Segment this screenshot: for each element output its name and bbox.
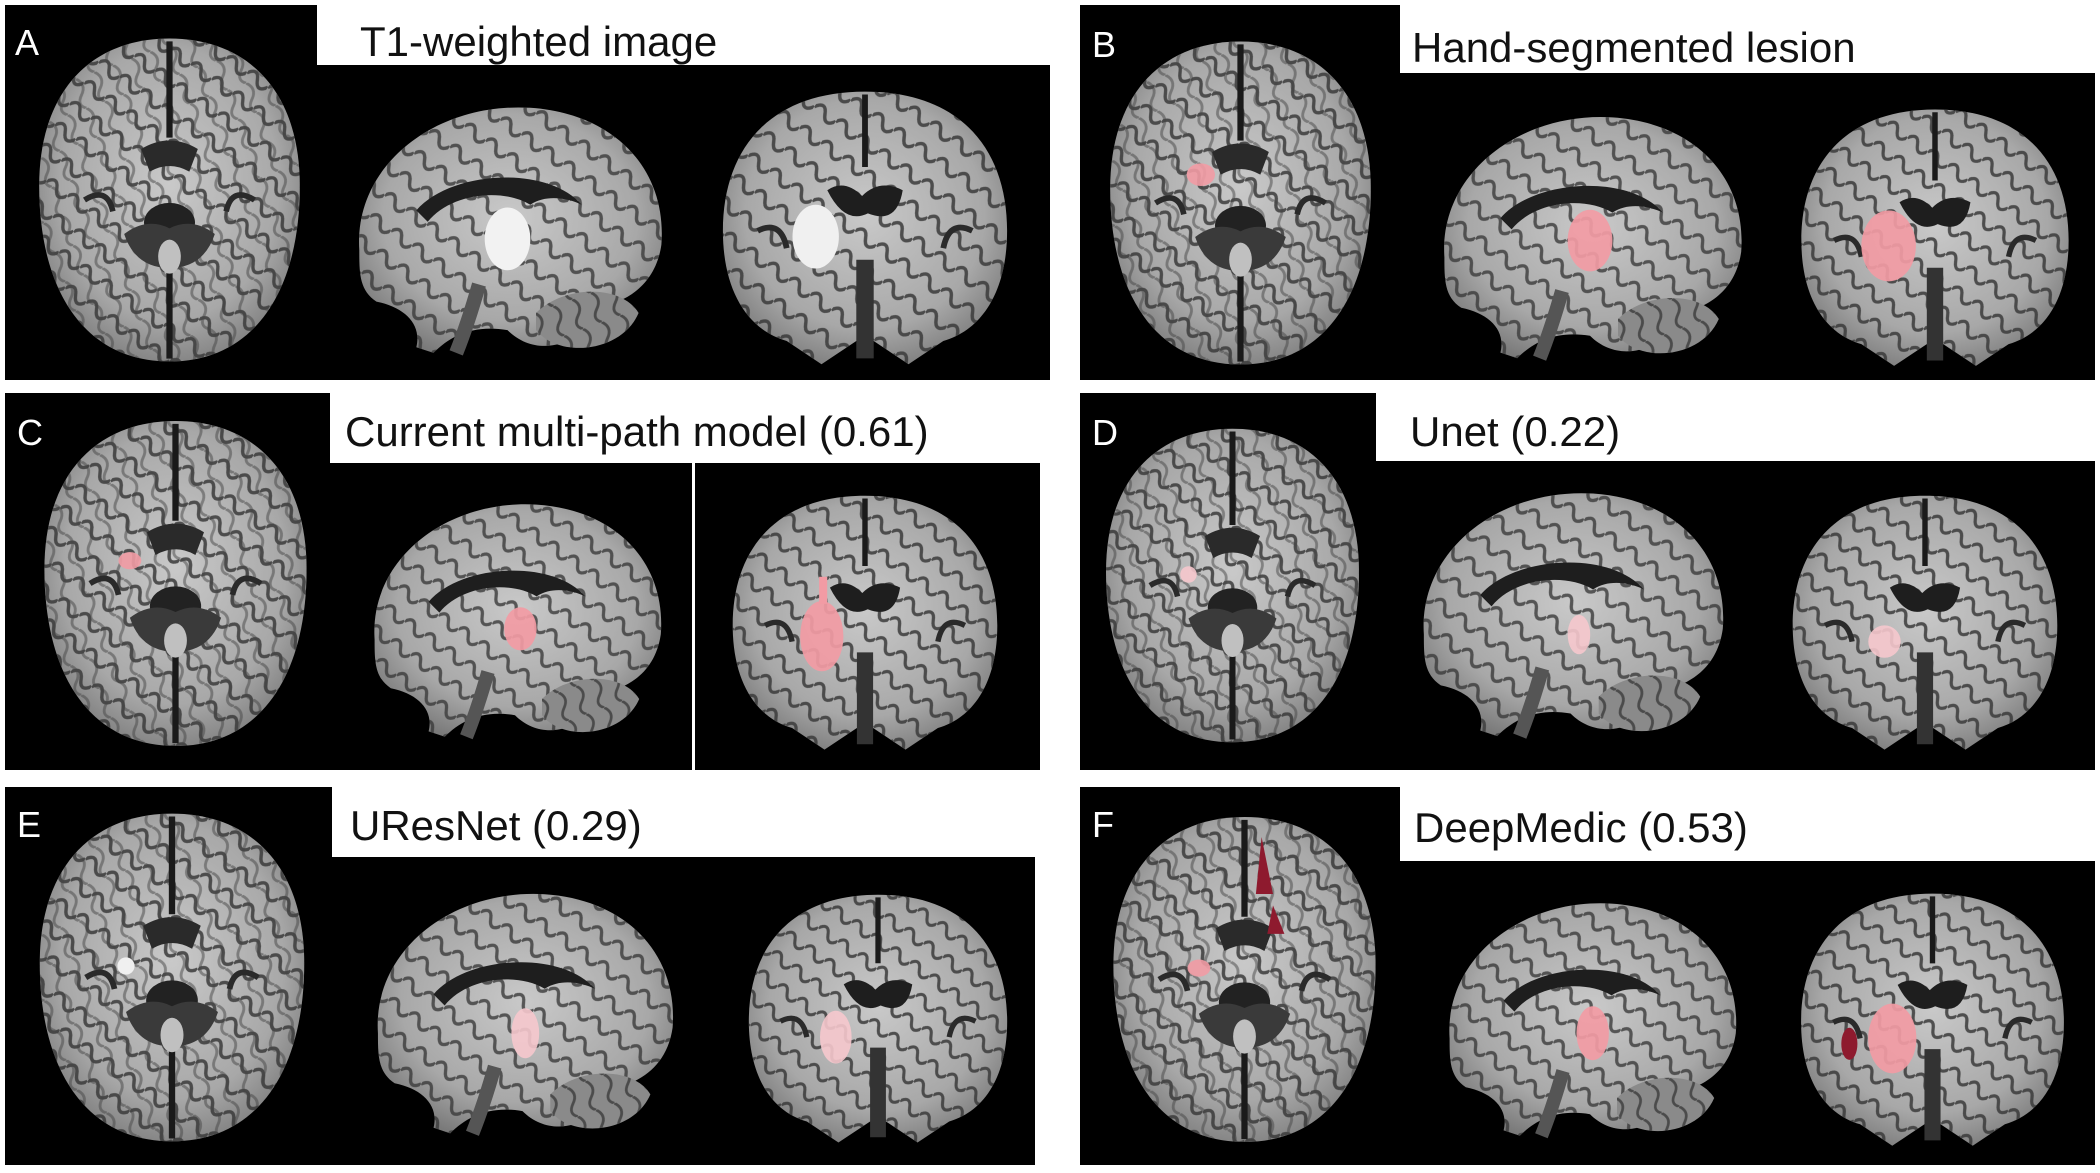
panel-letter: D bbox=[1092, 412, 1118, 453]
sagittal-slice bbox=[330, 85, 685, 370]
panel-title: Hand-segmented lesion bbox=[1412, 24, 1856, 71]
panel-title: Unet (0.22) bbox=[1410, 408, 1621, 455]
panel-c: C Current multi-path model (0.61) bbox=[5, 393, 1040, 770]
panel-letter: E bbox=[17, 804, 42, 845]
axial-slice bbox=[1102, 807, 1387, 1152]
axial-slice bbox=[27, 805, 317, 1150]
coronal-slice bbox=[705, 80, 1025, 370]
panel-e: E UResNet (0.29) bbox=[5, 787, 1035, 1165]
axial-slice bbox=[27, 30, 312, 370]
panel-title: Current multi-path model (0.61) bbox=[345, 408, 929, 455]
panel-title: UResNet (0.29) bbox=[350, 802, 642, 849]
sagittal-slice bbox=[345, 483, 685, 753]
panel-a: A T1-weighted image bbox=[5, 5, 1050, 380]
panel-b: B Hand-segmented lesion bbox=[1080, 5, 2095, 380]
panel-d: D Unet (0.22) bbox=[1080, 393, 2095, 770]
panel-letter: F bbox=[1092, 804, 1114, 845]
panel-letter: B bbox=[1092, 24, 1117, 65]
panel-title: DeepMedic (0.53) bbox=[1414, 804, 1748, 851]
panel-letter: A bbox=[15, 22, 40, 63]
coronal-slice bbox=[1775, 485, 2075, 755]
sagittal-slice bbox=[1415, 95, 1765, 375]
panel-title: T1-weighted image bbox=[360, 18, 718, 65]
coronal-slice bbox=[1785, 95, 2085, 375]
panel-f: F DeepMedic (0.53) bbox=[1080, 787, 2095, 1165]
panel-divider bbox=[692, 463, 695, 770]
sagittal-slice bbox=[1420, 882, 1760, 1152]
coronal-slice bbox=[715, 485, 1015, 755]
panel-letter: C bbox=[17, 412, 43, 453]
axial-slice bbox=[33, 411, 318, 756]
sagittal-slice bbox=[1398, 471, 1743, 753]
axial-slice bbox=[1095, 413, 1370, 758]
sagittal-slice bbox=[350, 872, 695, 1150]
coronal-slice bbox=[733, 882, 1023, 1150]
axial-slice bbox=[1098, 33, 1383, 373]
coronal-slice bbox=[1785, 882, 2080, 1152]
